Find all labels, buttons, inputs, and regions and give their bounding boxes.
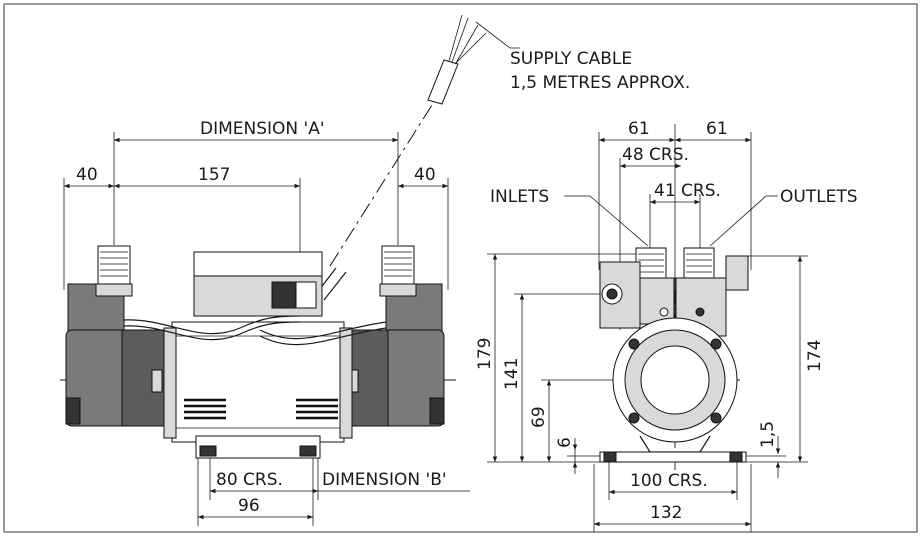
side-dim-61-left: 61 — [628, 119, 650, 139]
outlets-label: OUTLETS — [780, 187, 858, 207]
side-dim-132: 132 — [650, 503, 682, 523]
side-dim-1-5: 1,5 — [758, 421, 778, 448]
front-dim-left-40: 40 — [76, 165, 98, 185]
front-dim-157: 157 — [198, 165, 230, 185]
drawing-border — [3, 3, 918, 533]
side-dim-48-crs: 48 CRS. — [622, 145, 689, 165]
supply-cable-label-line2: 1,5 METRES APPROX. — [510, 73, 690, 93]
side-dim-41-crs: 41 CRS. — [654, 181, 721, 201]
supply-cable-label-line1: SUPPLY CABLE — [510, 49, 632, 69]
supply-cable — [315, 14, 520, 301]
front-dim-96: 96 — [238, 496, 260, 516]
side-dim-100-crs: 100 CRS. — [630, 471, 708, 491]
side-dim-61-right: 61 — [706, 119, 728, 139]
front-dim-80-crs: 80 CRS. — [216, 470, 283, 490]
inlets-label: INLETS — [490, 187, 549, 207]
side-dim-179: 179 — [475, 338, 495, 370]
side-dim-141: 141 — [502, 358, 522, 390]
pump-side-view — [599, 247, 749, 470]
front-dim-right-40: 40 — [414, 165, 436, 185]
dimension-a-label: DIMENSION 'A' — [200, 119, 325, 139]
side-dim-6: 6 — [555, 437, 575, 448]
side-dim-174: 174 — [805, 340, 825, 372]
side-dim-69: 69 — [529, 406, 549, 428]
pump-front-view — [60, 245, 456, 459]
dimension-b-label: DIMENSION 'B' — [322, 470, 447, 490]
